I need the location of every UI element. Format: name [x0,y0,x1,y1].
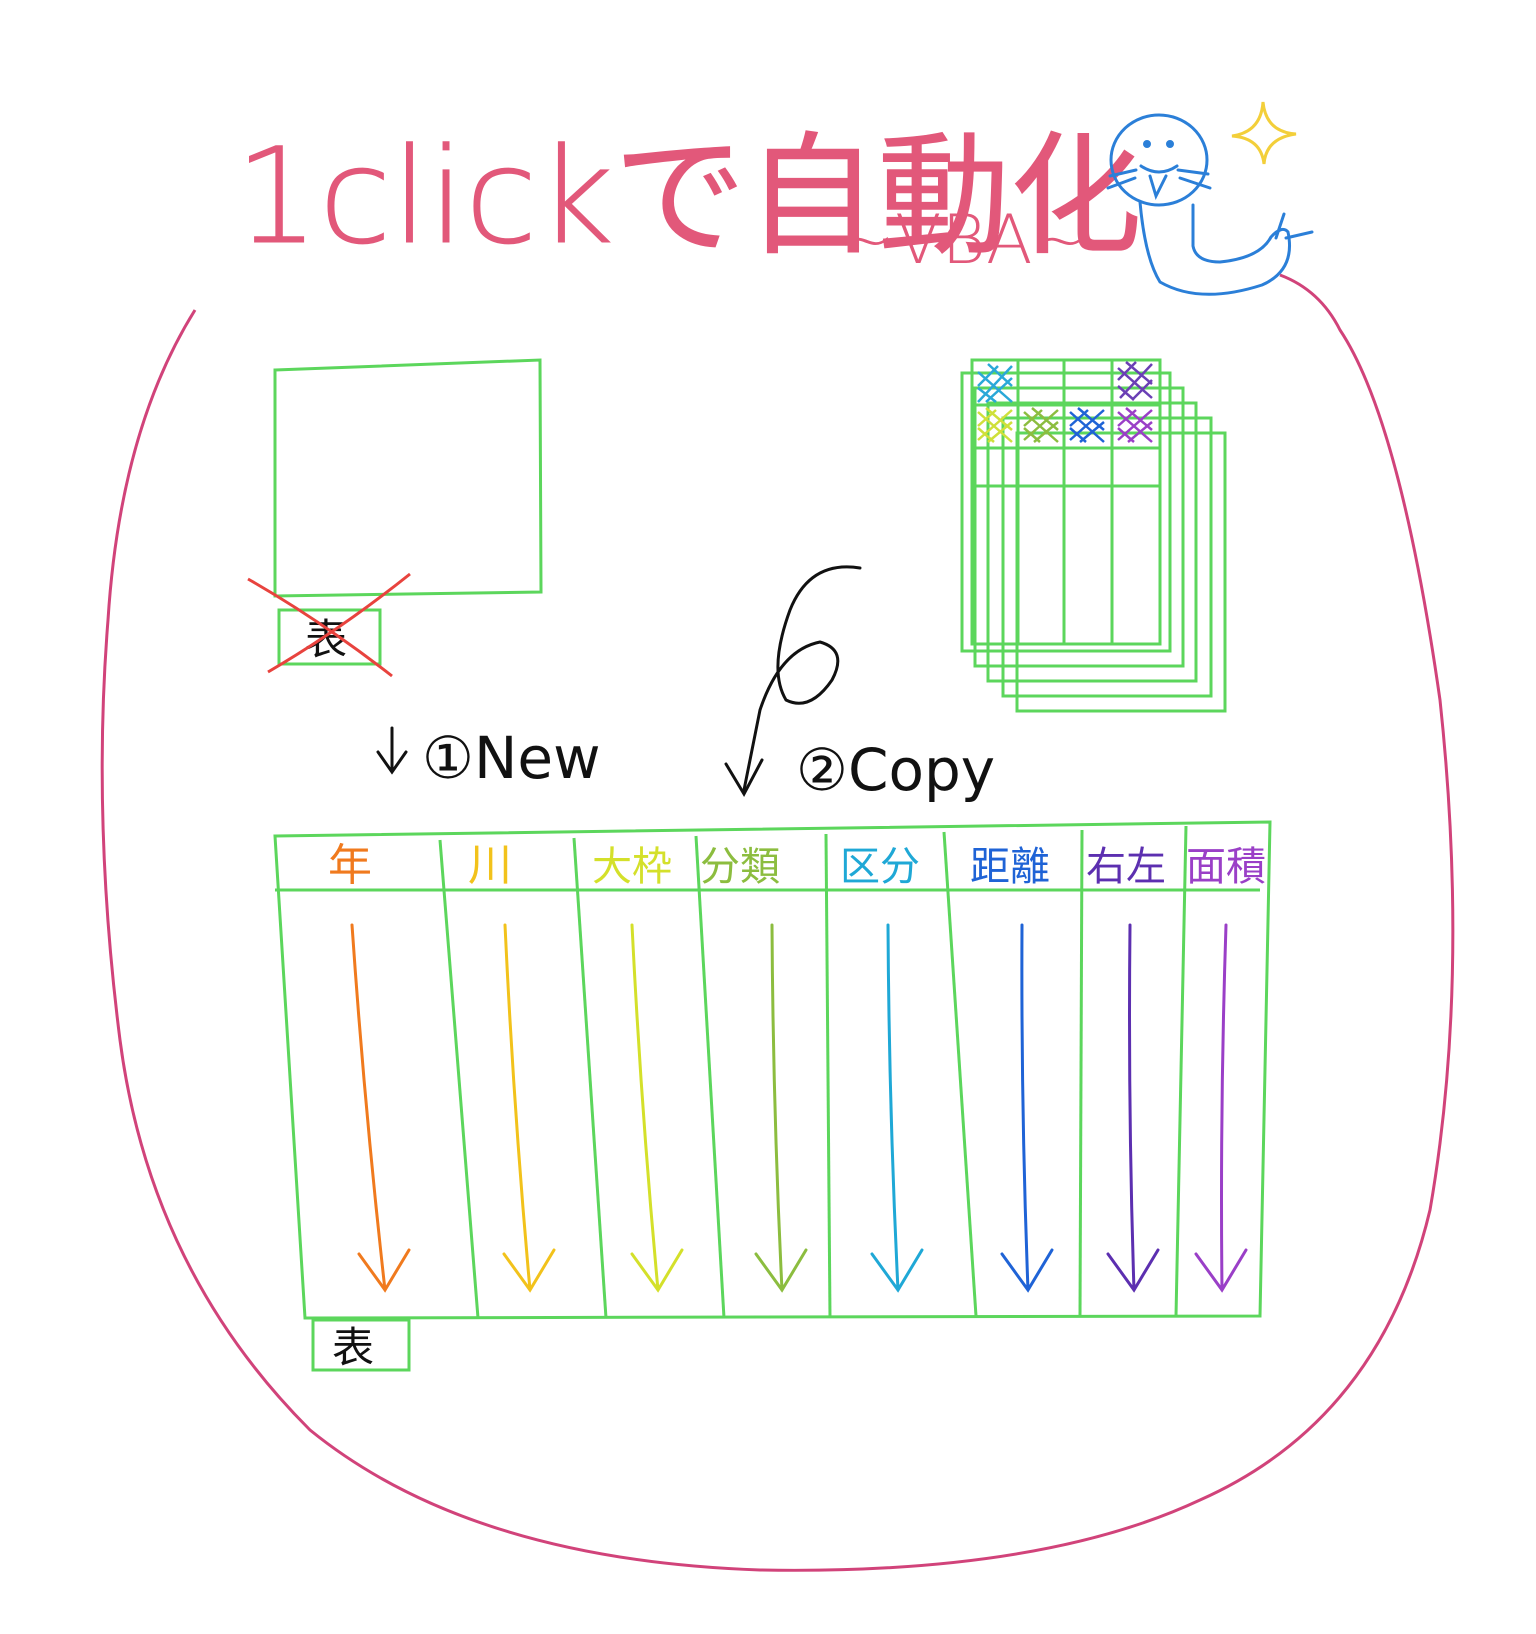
source-sheets-stack [960,358,1227,713]
column-arrow-2 [502,923,556,1293]
header-cell-8: 面積 [1186,844,1266,890]
cross-out-icon [247,572,411,678]
column-arrow-6 [1000,923,1054,1293]
header-cell-7: 右左 [1086,844,1166,890]
old-tab-label: 表 [305,615,347,664]
step-copy-label: ②Copy [796,736,995,804]
old-sheet-tab: 表 [277,608,382,666]
column-arrows [350,923,1248,1293]
new-tab-label: 表 [332,1323,374,1372]
sparkle-icon [1231,101,1297,165]
header-cell-1: 年 [328,840,372,891]
column-arrow-1 [350,923,411,1293]
header-cell-5: 区分 [840,844,920,890]
column-arrow-4 [754,923,808,1293]
table-header-row: 年 川 大枠分類 区分 距離右左面積 [328,840,1266,891]
title-main: 1clickで自動化 [235,120,1142,274]
header-cell-6: 距離 [970,844,1050,890]
column-arrow-3 [630,923,684,1293]
new-table [273,820,1272,1320]
new-table-tab: 表 [311,1318,411,1372]
header-cell-4: 分類 [700,844,780,890]
header-cell-3: 大枠 [592,844,672,890]
scope-outline [100,273,1455,1572]
title-sub: ~VBA~ [838,201,1090,280]
seal-mascot-icon [1106,113,1314,296]
header-cell-2: 川 [468,840,512,891]
column-arrow-7 [1106,923,1160,1293]
copy-swirl-arrow-icon [724,565,862,798]
step-new-label: ①New [422,724,601,792]
column-arrow-8 [1194,923,1248,1293]
down-arrow-icon [376,726,408,775]
old-sheet [273,358,543,598]
column-arrow-5 [870,923,924,1293]
source-sheet-hatches [977,361,1153,443]
